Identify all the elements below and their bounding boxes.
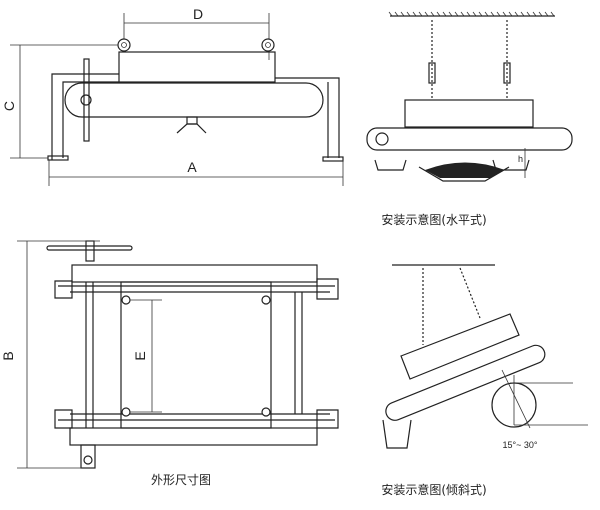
ceiling-hatch <box>388 11 555 17</box>
pulley-h <box>375 132 389 146</box>
scraper-blade <box>176 123 207 134</box>
handle <box>46 245 133 251</box>
foot-right <box>322 156 344 162</box>
caption-horizontal: 安装示意图(水平式) <box>381 212 486 227</box>
magnet-body <box>118 51 276 83</box>
magnet-top <box>120 281 272 429</box>
top-view: E B 外形尺寸图 <box>0 240 339 487</box>
belt-inclined-group <box>385 344 546 421</box>
rail-bottom <box>69 427 318 446</box>
label-d: D <box>193 6 203 22</box>
lug <box>261 407 271 417</box>
angle-label: 15°~ 30° <box>503 440 538 450</box>
front-view: D C A <box>1 6 344 186</box>
rail-top <box>71 264 318 283</box>
label-a: A <box>187 159 197 175</box>
foot-left <box>47 155 69 161</box>
lug-hole <box>265 42 271 48</box>
bottom-knob <box>80 444 96 469</box>
label-b: B <box>0 351 16 360</box>
lug-hole <box>121 42 127 48</box>
handwheel <box>83 58 90 142</box>
install-horizontal: h 安装示意图(水平式) <box>366 11 573 227</box>
frame-left <box>51 73 119 160</box>
turnbuckle-right <box>503 62 511 84</box>
lug <box>261 295 271 305</box>
belt-inclined <box>385 344 546 421</box>
handle-shaft <box>85 240 95 262</box>
label-c: C <box>1 101 17 111</box>
lug <box>121 295 131 305</box>
lifting-lug-left <box>117 38 131 52</box>
belt-h <box>366 127 573 151</box>
drive-pulley <box>80 94 92 106</box>
rail-top-ends <box>54 278 339 300</box>
belt <box>64 82 324 118</box>
turnbuckle-left <box>428 62 436 84</box>
scraper <box>186 116 198 125</box>
knob-circle <box>83 455 93 465</box>
rail-bottom-ends <box>54 409 339 429</box>
label-h: h <box>518 154 523 164</box>
install-inclined: 15°~ 30° 安装示意图(倾斜式) <box>381 264 588 497</box>
label-e: E <box>132 351 148 360</box>
angle-ref-inclined <box>501 369 531 429</box>
frame-left-inner <box>62 81 119 158</box>
caption-dimension: 外形尺寸图 <box>151 473 211 487</box>
bucket <box>382 419 412 449</box>
magnet-body-inclined <box>400 313 520 380</box>
caption-inclined: 安装示意图(倾斜式) <box>381 482 486 497</box>
lug <box>121 407 131 417</box>
material-pile <box>425 162 505 178</box>
frame-right <box>275 77 340 158</box>
magnet-body-h <box>404 99 534 128</box>
lifting-lug-right <box>261 38 275 52</box>
chain-inclined-right <box>459 267 481 319</box>
